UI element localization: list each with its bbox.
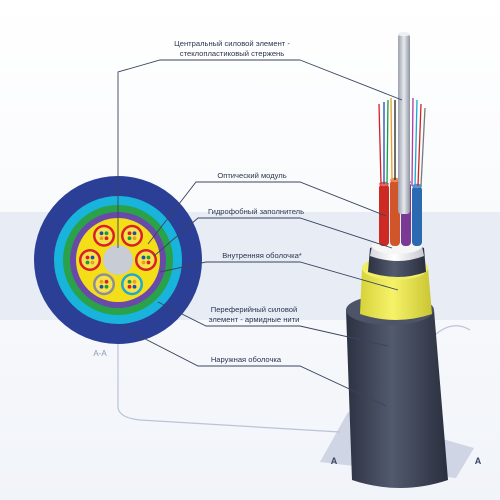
cs-fiber [146,255,151,260]
cs-fiber [104,231,109,236]
label-outer-sheath: Наружная оболочка [211,355,282,364]
cs-fiber [127,231,132,236]
cross-section-label: А-А [93,349,107,358]
module-tube-orange [390,180,400,246]
cs-fiber [146,260,151,265]
cs-fiber [127,284,132,289]
cs-fiber [104,279,109,284]
cs-fiber [141,260,146,265]
cable-3d-view [346,31,448,488]
cs-fiber [99,284,104,289]
cs-module-gel [123,275,141,293]
cs-module-gel [123,227,141,245]
label-peripheral-line-2: элемент - армидные нити [209,315,300,324]
cs-fiber [90,255,95,260]
cs-fiber [90,260,95,265]
cs-optical-modules [79,224,157,296]
cs-fiber [132,284,137,289]
label-central-line-2: стеклопластиковый стержень [180,49,284,58]
cs-fiber [104,236,109,241]
section-guide-line [117,332,341,433]
cs-fiber [99,236,104,241]
cs-central-rod [103,245,133,275]
cs-fiber [104,284,109,289]
cs-module-gel [95,227,113,245]
central-rod [398,34,410,214]
cs-fiber [85,260,90,265]
cs-fiber [99,279,104,284]
label-inner-sheath: Внутренняя оболочка* [222,251,302,260]
leader-outer [119,325,387,407]
label-hydrophobic-filler: Гидрофобный заполнитель [208,207,304,216]
cable-outer-sheath [346,303,448,488]
cs-fiber [132,279,137,284]
module-tube-blue [412,186,422,246]
leader-optical [147,181,387,245]
cs-fiber [127,236,132,241]
cs-module-gel [137,251,155,269]
leader-inner [159,261,399,291]
cross-section [34,176,202,344]
cs-module-gel [81,251,99,269]
label-optical-module: Оптический модуль [217,171,286,180]
central-rod-top [398,31,410,37]
cs-module-gel [95,275,113,293]
cs-fiber [132,236,137,241]
cs-fiber [132,231,137,236]
cs-fiber [141,255,146,260]
cs-fiber [127,279,132,284]
leader-aramid [157,301,389,347]
leader-filler [153,217,393,257]
leader-central-tip [299,59,403,101]
optical-fibers [378,97,426,187]
label-central-line-1: Центральный силовой элемент - [174,39,290,48]
leader-lines [117,59,403,407]
section-marker-left: А [331,456,338,466]
section-marker-right: А [475,456,482,466]
cs-fiber [99,231,104,236]
cs-fiber [85,255,90,260]
leader-central [117,59,300,248]
label-peripheral-line-1: Переферийный силовой [211,305,298,314]
